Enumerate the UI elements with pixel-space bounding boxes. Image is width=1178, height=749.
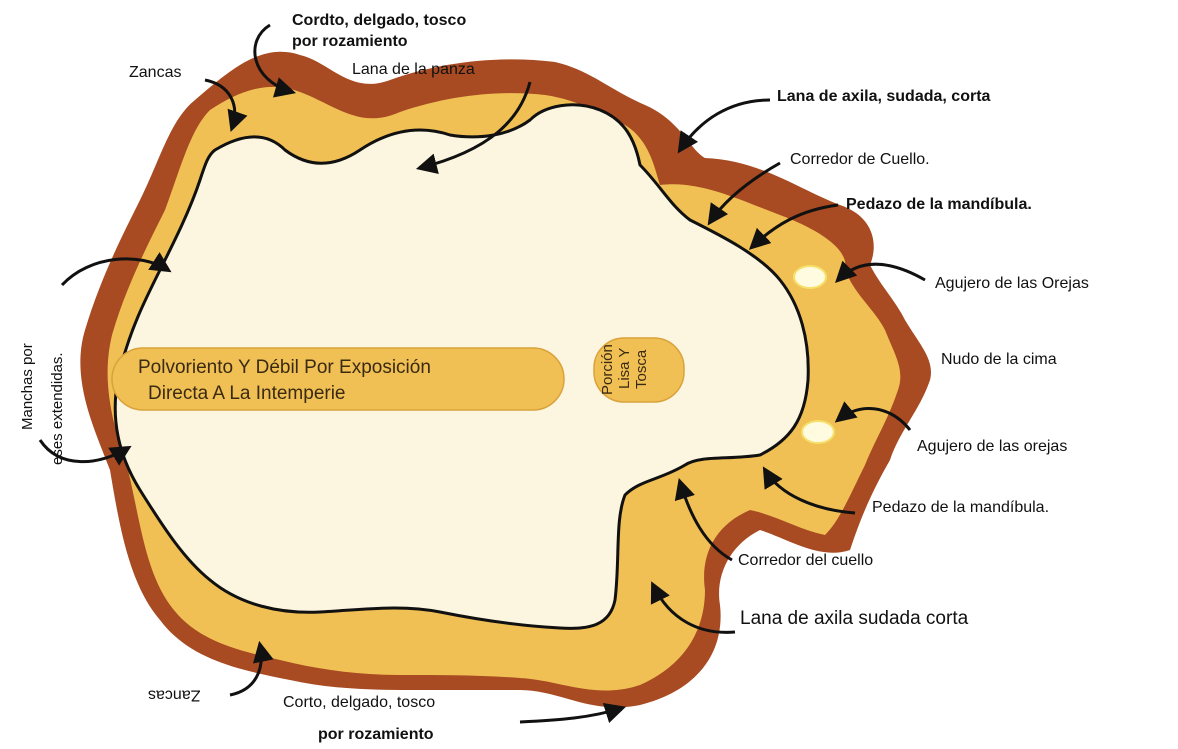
label-agujero-orejas-bottom: Agujero de las orejas: [917, 438, 1068, 455]
label-corto-bottom-2: por rozamiento: [318, 726, 434, 743]
arrow-pedazo-mandibula-bottom: [762, 466, 856, 515]
label-zancas-bottom: Zancas: [148, 686, 201, 704]
label-lana-axila-top: Lana de axila, sudada, corta: [777, 88, 991, 105]
arrow-agujero-bottom: [834, 401, 912, 431]
arrow-manchas-bottom: [38, 439, 132, 466]
arrow-lana-axila-top: [677, 98, 771, 154]
porcion-ellipse: [593, 337, 685, 403]
label-nudo-cima: Nudo de la cima: [941, 351, 1057, 368]
arrow-corto-bottom: [519, 702, 627, 724]
porcion-line-1: Porción: [599, 344, 616, 395]
exposure-ellipse: [111, 347, 565, 411]
label-manchas-2: eses extendidas.: [49, 352, 66, 465]
polvoriento-line-1: Polvoriento Y Débil Por Exposición: [138, 357, 431, 378]
arrow-cordto-top: [253, 23, 297, 98]
label-lana-axila-bottom: Lana de axila sudada corta: [740, 608, 969, 629]
arrow-pedazo-mandibula-top: [748, 203, 839, 250]
arrow-corredor-cuello-bottom: [674, 477, 733, 562]
label-corredor-cuello-top: Corredor de Cuello.: [790, 151, 930, 168]
label-corto-bottom: Corto, delgado, tosco: [283, 694, 436, 711]
arrow-lana-axila-bottom: [650, 581, 736, 634]
ear-hole-bottom: [801, 420, 835, 444]
ear-hole-top: [793, 265, 827, 289]
polvoriento-line-2: Directa A La Intemperie: [148, 383, 346, 404]
label-cordto-top: Cordto, delgado, tosco: [292, 12, 467, 29]
arrow-zancas-top: [204, 78, 248, 132]
porcion-line-2: Lisa Y: [616, 348, 633, 389]
arrow-manchas-top: [60, 252, 172, 287]
label-corredor-cuello-bottom: Corredor del cuello: [738, 552, 874, 569]
label-cordto-top-2: por rozamiento: [292, 33, 408, 50]
arrow-lana-panza: [415, 81, 532, 174]
porcion-line-3: Tosca: [633, 349, 650, 389]
label-pedazo-mandibula-top: Pedazo de la mandíbula.: [846, 196, 1032, 213]
arrow-zancas-bottom: [229, 640, 274, 697]
label-zancas-top: Zancas: [129, 64, 182, 81]
label-lana-panza: Lana de la panza: [352, 61, 475, 78]
label-pedazo-mandibula-bottom: Pedazo de la mandíbula.: [872, 499, 1050, 516]
arrow-corredor-cuello-top: [707, 161, 781, 226]
label-manchas: Manchas por: [19, 343, 36, 430]
label-agujero-orejas-top: Agujero de las Orejas: [935, 275, 1089, 292]
arrow-agujero-top: [835, 260, 926, 283]
